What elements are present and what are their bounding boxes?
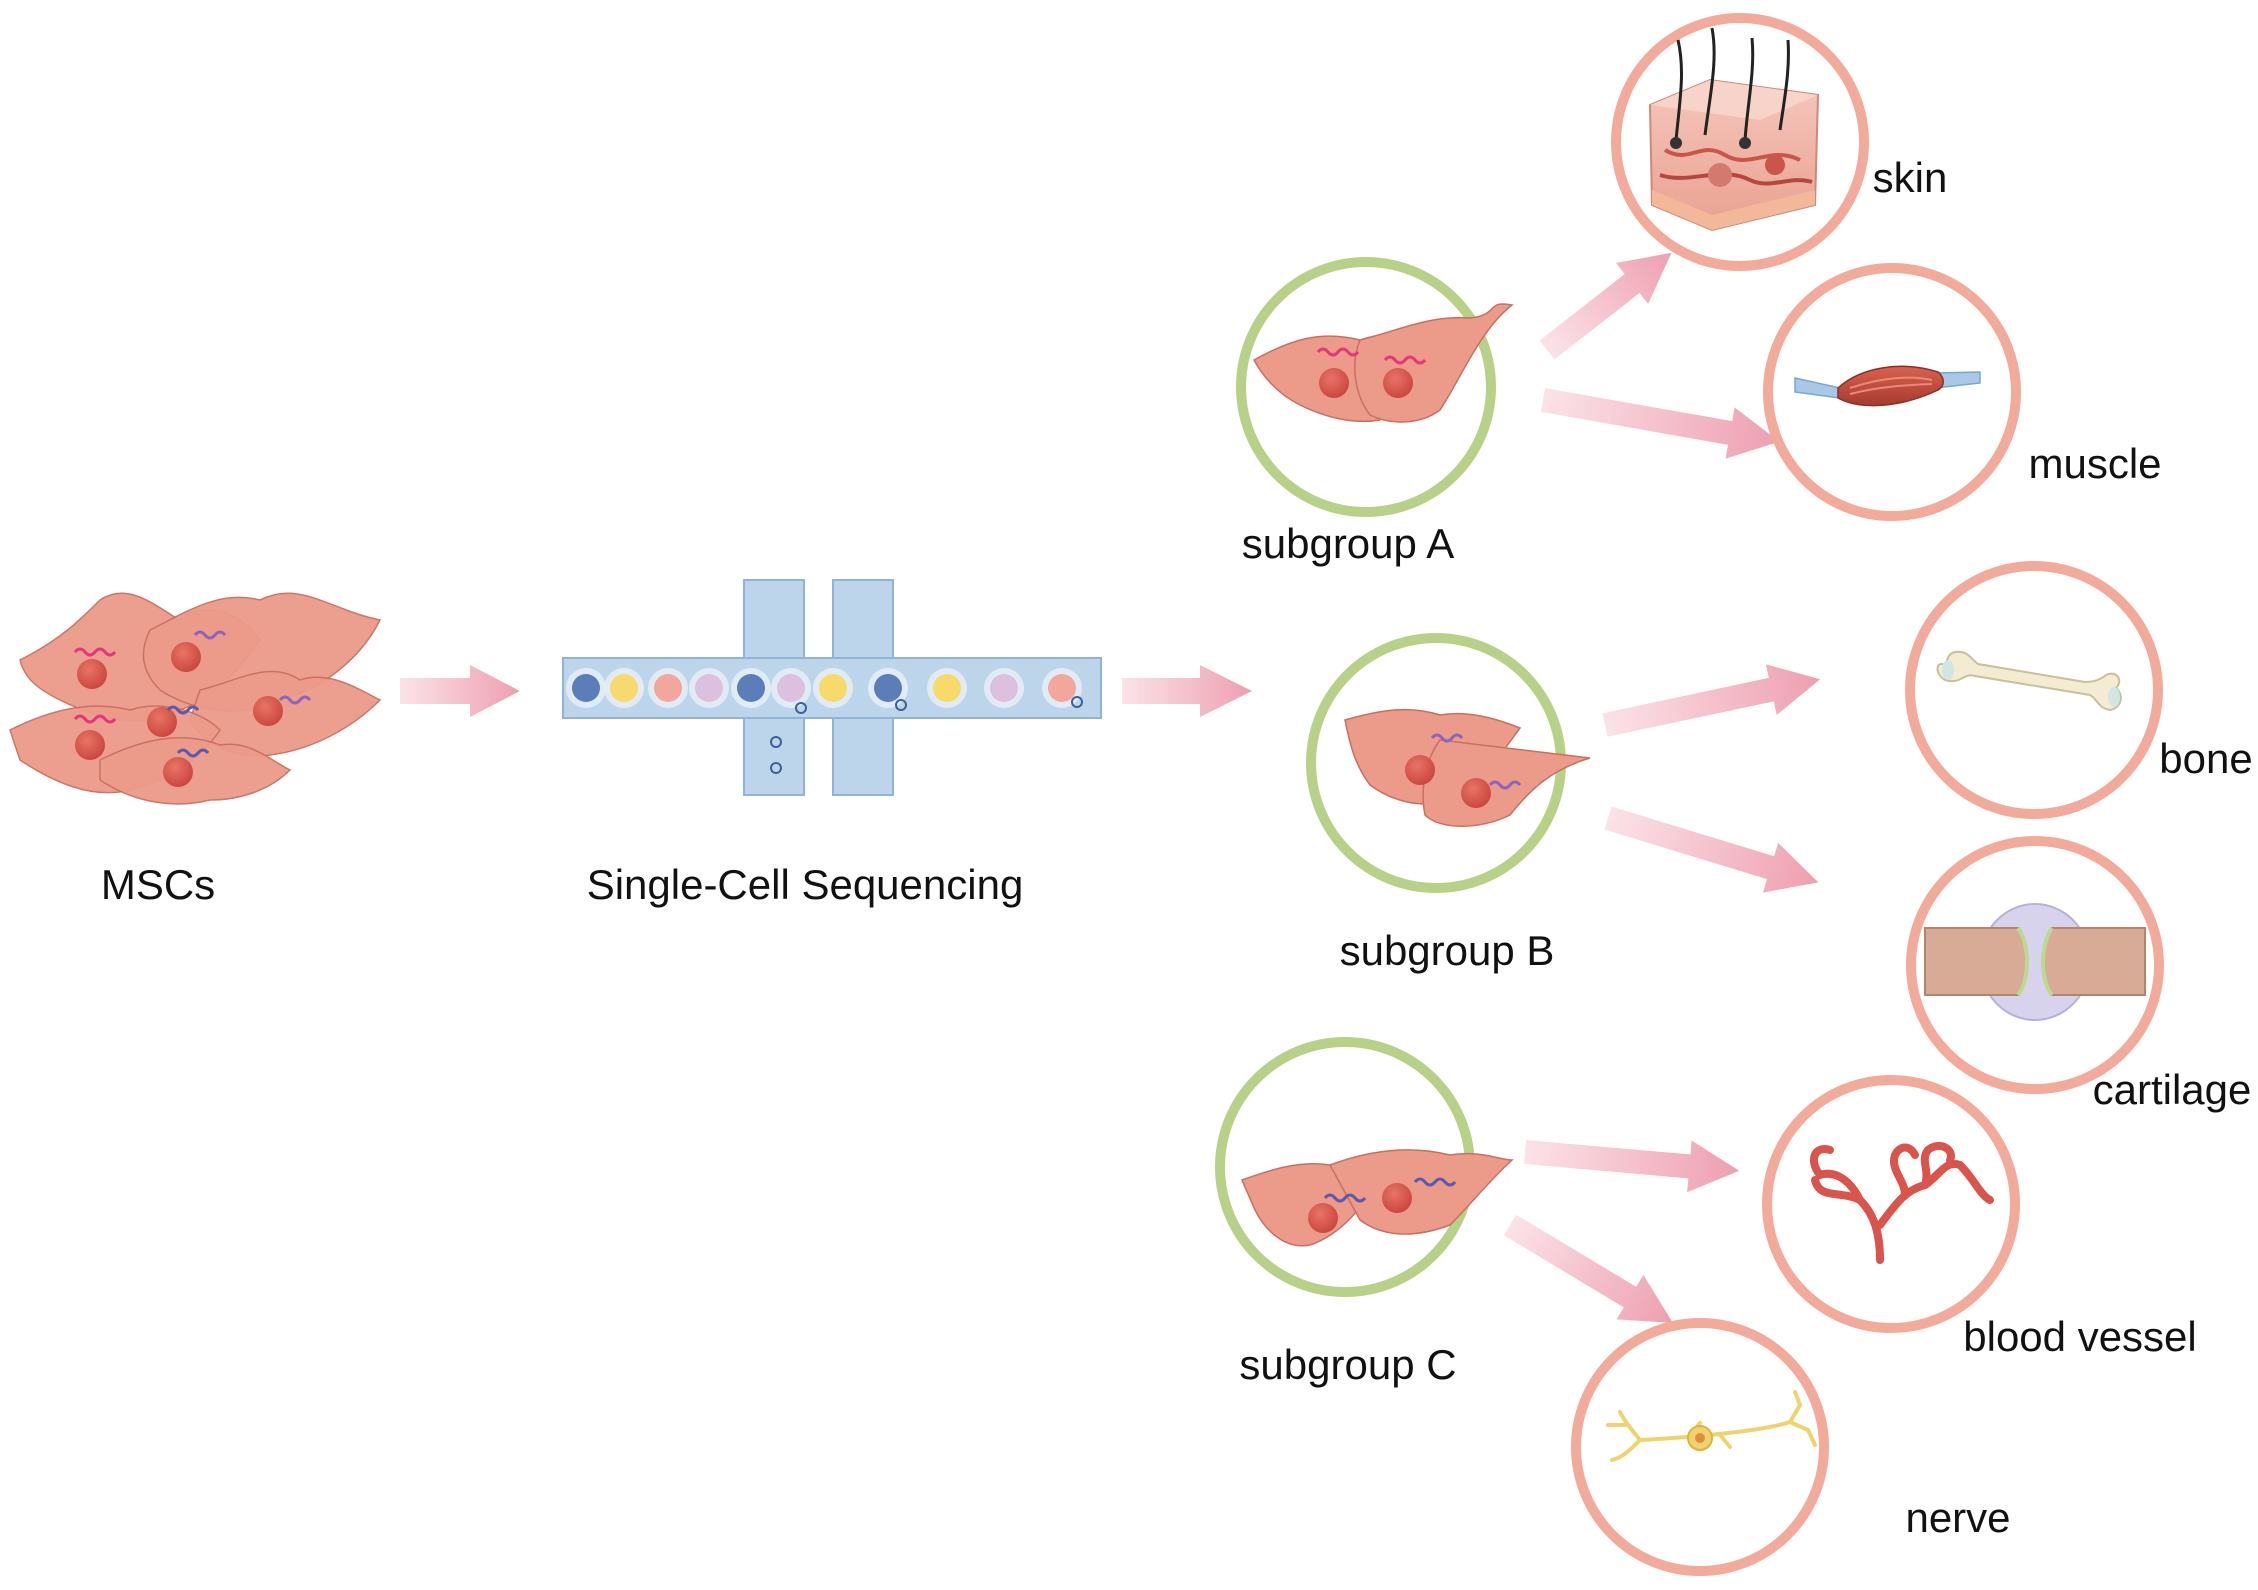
droplet-row [566,668,1082,708]
label-blood-vessel: blood vessel [1963,1313,2197,1360]
microfluidic-chip [562,579,1102,796]
droplet [819,674,847,702]
arrow-b-to-cartilage [1604,806,1819,893]
arrow-mscs-to-sequencing [400,665,520,717]
label-bone: bone [2159,735,2253,782]
label-subgroup-b: subgroup B [1339,927,1555,974]
mscs-cell-cluster [9,592,382,805]
arrow-c-to-blood-vessel [1523,1140,1740,1193]
arrow-sequencing-to-subgroups [1122,665,1252,717]
droplet [695,674,723,702]
droplet [610,674,638,702]
label-nerve: nerve [1905,1494,2011,1541]
bone-tissue-circle [1905,561,2163,819]
label-muscle: muscle [2028,440,2162,487]
label-mscs: MSCs [100,861,216,908]
arrow-a-to-skin [1539,252,1672,360]
blood-vessel-tissue-circle [1762,1075,2020,1333]
droplet [933,674,961,702]
droplet [737,674,765,702]
muscle-tissue-circle [1763,263,2021,521]
droplet [874,674,902,702]
droplet [572,674,600,702]
droplet [990,674,1018,702]
droplet [777,674,805,702]
droplet [654,674,682,702]
subgroup-b-circle [1306,633,1591,893]
subgroup-a-circle [1236,257,1514,517]
subgroup-c-circle [1215,1037,1514,1297]
label-single-cell-sequencing: Single-Cell Sequencing [586,861,1024,908]
droplet [1048,674,1076,702]
nerve-tissue-circle [1571,1318,1829,1576]
label-subgroup-a: subgroup A [1241,520,1455,567]
skin-tissue-circle [1611,13,1869,271]
label-cartilage: cartilage [2092,1066,2252,1113]
cartilage-tissue-circle [1906,836,2164,1094]
arrow-a-to-muscle [1540,388,1780,459]
arrow-b-to-bone [1602,664,1821,737]
label-subgroup-c: subgroup C [1239,1341,1457,1388]
arrow-c-to-nerve [1503,1214,1673,1323]
differentiation-arrows [1503,252,1821,1323]
label-skin: skin [1872,154,1948,201]
